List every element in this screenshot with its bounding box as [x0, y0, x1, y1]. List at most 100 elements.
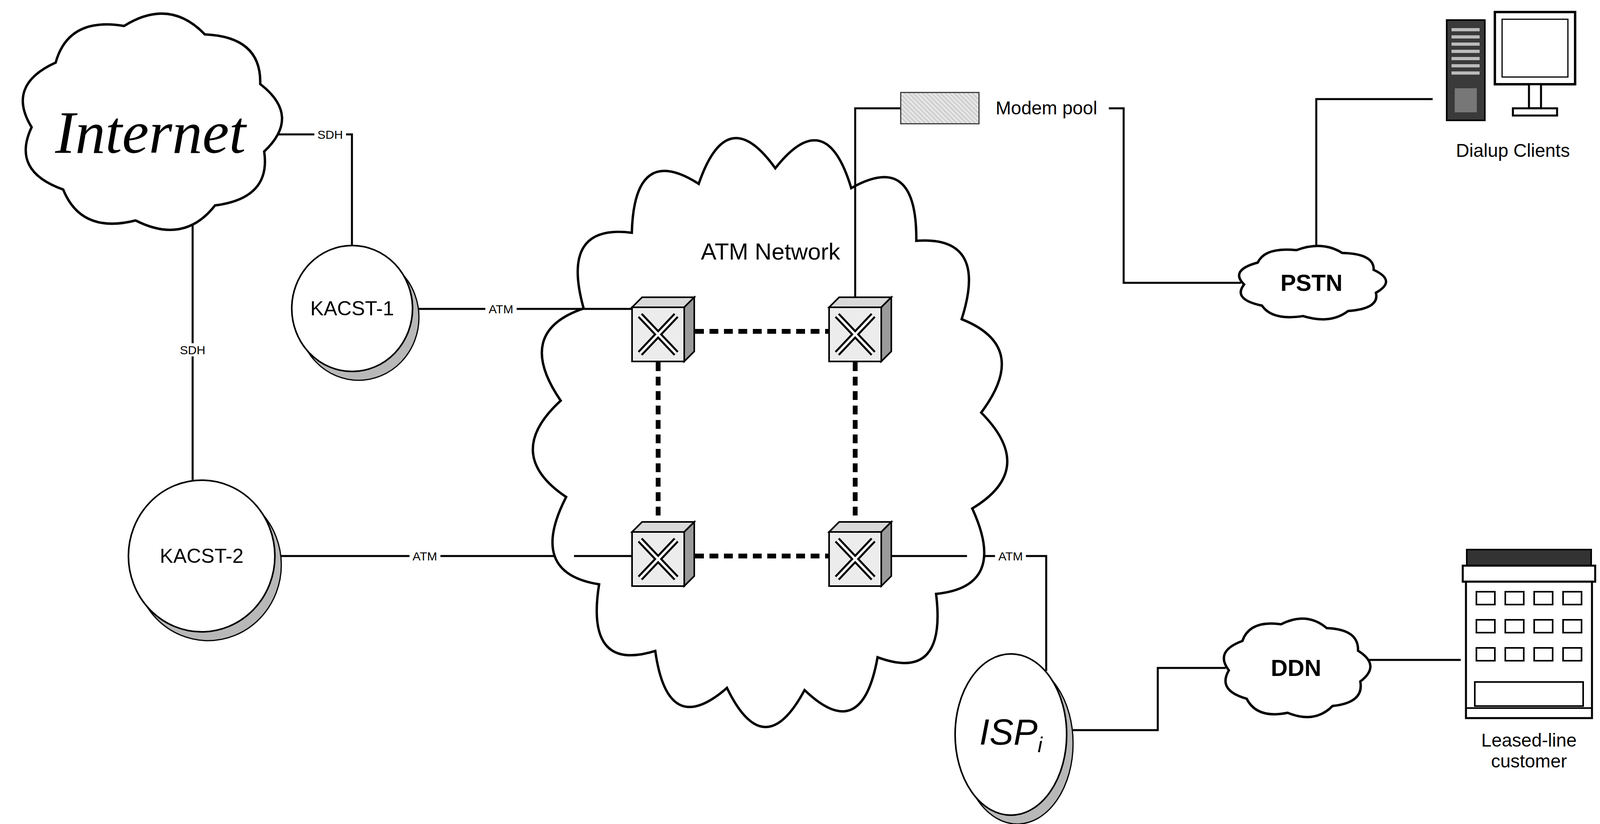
monitor: [1494, 12, 1576, 85]
cloud-border: [1223, 618, 1371, 718]
leased-line-customer: Leased-line customer: [1460, 549, 1598, 807]
dialup-clients: Dialup Clients: [1432, 12, 1594, 189]
text-wrap: Internet: [55, 98, 246, 167]
window: [1505, 648, 1524, 661]
line-label: ATM: [409, 549, 441, 564]
switch-front: [829, 307, 882, 362]
atm-switches: [572, 177, 968, 587]
switch-cross: [837, 315, 874, 354]
window: [1563, 620, 1582, 633]
ddn-cloud: DDN: [1219, 617, 1373, 720]
node-label: Internet: [55, 99, 246, 166]
cloud-border: [532, 138, 1008, 728]
text-wrap: DDN: [1270, 655, 1322, 682]
switch-cross-inner: [640, 540, 677, 579]
connector: [1316, 99, 1433, 249]
window: [1476, 591, 1495, 605]
trunk-link: [655, 362, 661, 522]
pc-tower: [1446, 20, 1485, 121]
router-circle: KACST-1: [290, 244, 414, 373]
switch-cross-inner: [640, 540, 677, 579]
text-wrap: Dialup Clients: [1455, 140, 1570, 162]
drive-slot: [1451, 42, 1480, 46]
modem-pool: Modem pool: [900, 91, 1109, 125]
pstn-cloud: PSTN: [1234, 244, 1389, 322]
node-label: PSTN: [1280, 269, 1343, 296]
switch-cross: [640, 540, 677, 579]
switch-stub: [573, 555, 633, 558]
tower-panel: [1454, 88, 1477, 113]
node-label: Modem pool: [995, 97, 1098, 119]
text-wrap: KACST-2: [159, 544, 244, 568]
connector: [855, 108, 901, 178]
window: [1534, 591, 1553, 605]
building-roof: [1466, 549, 1592, 566]
trunk-link: [695, 553, 829, 559]
switch-stub: [572, 308, 633, 311]
window: [1476, 648, 1495, 661]
switch-cross-inner: [640, 315, 677, 354]
monitor-neck: [1528, 84, 1542, 109]
node-label: ISP: [979, 712, 1038, 753]
building-icon: [1462, 549, 1596, 719]
switch-front: [632, 532, 685, 587]
window: [1505, 591, 1524, 605]
node-label: DDN: [1270, 654, 1322, 682]
text-wrap: PSTN: [1280, 270, 1343, 297]
cloud-border: [1239, 245, 1387, 320]
switch-cross: [837, 315, 874, 354]
text-wrap: Leased-line customer: [1462, 730, 1596, 772]
switch-front: [632, 307, 685, 362]
switch-stub: [854, 177, 857, 298]
node-label: KACST-1: [310, 297, 394, 320]
connector: [1067, 668, 1226, 731]
line-label: SDH: [314, 128, 346, 142]
ground-line: [1465, 707, 1592, 710]
node-label: KACST-2: [159, 544, 244, 568]
switch-cross-inner: [837, 540, 874, 579]
switch-stub: [891, 555, 968, 558]
monitor-screen: [1502, 19, 1568, 78]
computer-icon: [1446, 12, 1580, 133]
switch-side: [684, 522, 695, 587]
switch-side: [684, 297, 695, 362]
isp-circle: ISPi: [954, 653, 1068, 817]
switch-cross-inner: [837, 315, 874, 354]
modem-pool-box: [900, 91, 980, 125]
cloud-border: [22, 13, 283, 230]
drive-slot: [1451, 71, 1480, 75]
switch-side: [881, 522, 892, 587]
window: [1563, 648, 1582, 661]
switch-cross: [640, 315, 677, 354]
switch-cross-inner: [837, 315, 874, 354]
internet-cloud: Internet: [15, 10, 286, 235]
switch-cross: [640, 315, 677, 354]
text-wrap: ATM Network: [701, 238, 841, 265]
switch-side: [881, 297, 892, 362]
circle-border: [955, 654, 1067, 816]
switch-cross: [837, 540, 874, 579]
text-wrap: KACST-1: [310, 297, 394, 320]
connector: [1108, 108, 1241, 283]
drive-slot: [1451, 35, 1480, 39]
drive-slot: [1451, 64, 1480, 68]
cloud-outline: [530, 132, 1011, 730]
line-label: ATM: [485, 302, 517, 316]
trunk-link: [852, 362, 858, 522]
building-body: [1465, 581, 1592, 719]
circle-border: [291, 245, 413, 372]
connector: [1365, 659, 1461, 662]
node-label: ATM Network: [701, 238, 841, 265]
window: [1505, 620, 1524, 633]
window: [1476, 620, 1495, 633]
switch-cross: [640, 540, 677, 579]
building-cornice: [1462, 565, 1596, 582]
connector: [274, 134, 352, 245]
node-label: Leased-line customer: [1462, 730, 1596, 772]
entrance: [1474, 682, 1584, 707]
atm-network-cloud: ATM Network: [530, 132, 1011, 730]
window: [1563, 591, 1582, 605]
trunk-link: [695, 329, 829, 334]
switch-front: [829, 532, 882, 587]
